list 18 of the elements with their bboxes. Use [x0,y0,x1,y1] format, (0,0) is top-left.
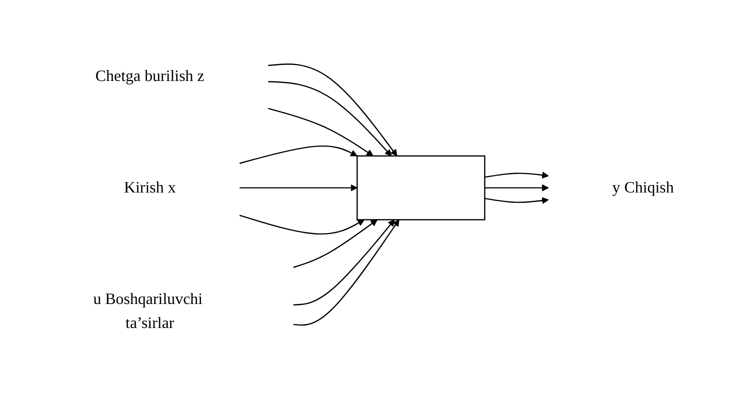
node-text: y Chiqish [612,179,674,197]
arrow [293,220,395,306]
arrow [240,184,358,192]
arrow [484,172,549,179]
arrow [268,81,392,156]
arrow [268,108,374,156]
node-text: u Boshqariluvchi ta’sirlar [93,290,203,332]
arrow [239,214,365,235]
arrow [484,184,549,192]
node-text: Kirish x [124,179,176,197]
node-box [356,156,486,221]
arrow [293,220,378,268]
arrow [484,197,549,204]
arrow [268,64,398,156]
node-text: Chetga burilish z [95,68,204,86]
arrow [293,220,400,326]
arrow [239,146,358,164]
block-diagram: Chetga burilish z Kirish x y Chiqish u Boshqariluvchi ta’sirlar [0,26,744,374]
